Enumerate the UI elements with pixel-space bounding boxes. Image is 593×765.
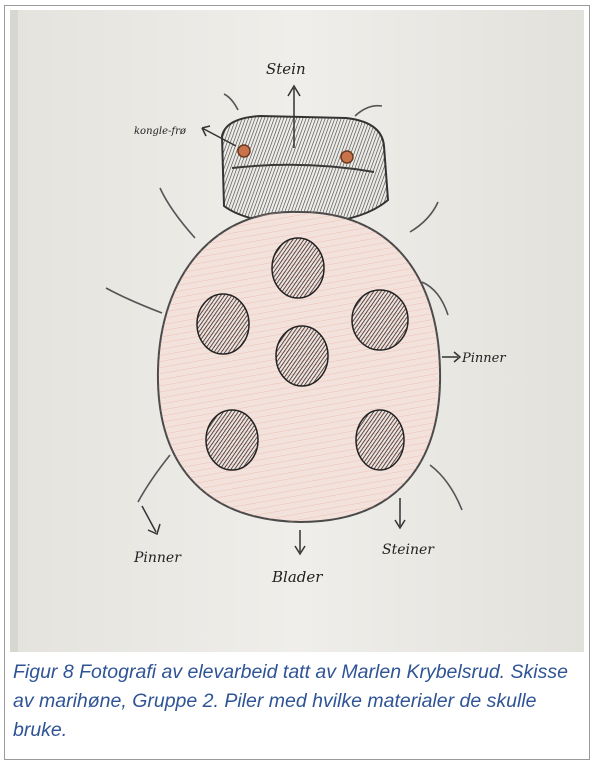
ladybug-head	[222, 116, 388, 224]
label-blader: Blader	[271, 568, 323, 586]
figure-caption: Figur 8 Fotografi av elevarbeid tatt av …	[13, 658, 583, 745]
figure-label: Figur 8	[13, 661, 74, 683]
figure-frame: Stein kongle-frø Pinner Pinner Blader St…	[4, 5, 590, 760]
label-pinner-right: Pinner	[461, 351, 506, 366]
eye-left	[238, 145, 250, 157]
caption-text: Fotografi av elevarbeid tatt av Marlen K…	[13, 661, 568, 741]
eye-right	[341, 151, 353, 163]
label-pinner-left: Pinner	[133, 550, 182, 566]
label-kongle-fro: kongle-frø	[134, 126, 187, 137]
label-steiner: Steiner	[382, 542, 435, 558]
ladybug-drawing: Stein kongle-frø Pinner Pinner Blader St…	[10, 10, 584, 652]
label-stein: Stein	[266, 60, 306, 78]
ladybug-sketch-photo: Stein kongle-frø Pinner Pinner Blader St…	[10, 10, 584, 652]
